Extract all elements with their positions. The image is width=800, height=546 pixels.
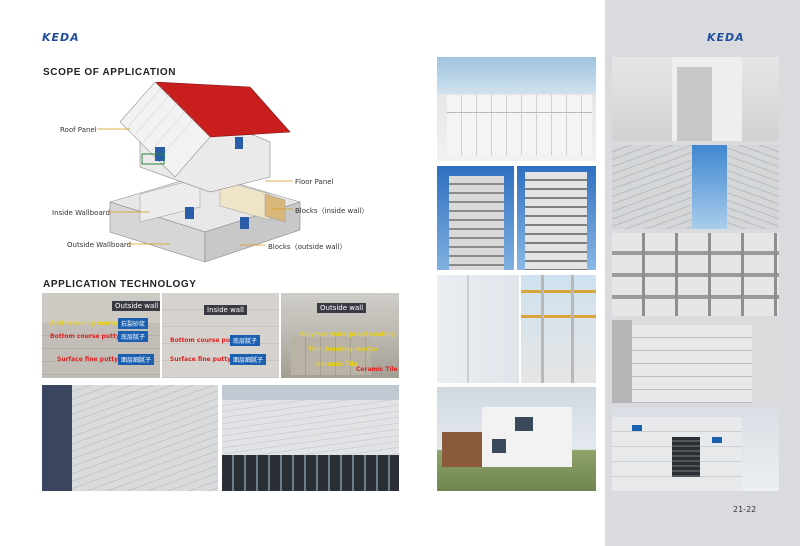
photo-panel-stack bbox=[437, 57, 596, 161]
label-blocks-outside: Blocks（outside wall） bbox=[268, 243, 347, 251]
photo-steel-structure bbox=[521, 275, 596, 383]
brand-logo-right: KEDA bbox=[707, 31, 745, 44]
photo-building-facade bbox=[222, 385, 399, 491]
house-diagram bbox=[108, 82, 302, 263]
tech3-wall-tag: Outside wall bbox=[317, 303, 367, 313]
tech1-layer2-cn: 底层腻子 bbox=[118, 331, 149, 342]
tech3-layer2: Thin Bonding mortar bbox=[308, 346, 378, 353]
photo-concrete-frame bbox=[612, 233, 779, 316]
photo-white-villa bbox=[437, 387, 596, 491]
tech-panel-1: Outside wall Anti-cracking mortar 抗裂砂浆 B… bbox=[42, 293, 160, 378]
tech1-layer3-cn: 面层细腻子 bbox=[118, 354, 155, 365]
photo-interior-wall bbox=[437, 275, 519, 383]
tech1-layer3: Surface fine putty bbox=[57, 356, 119, 363]
tech1-layer1: Anti-cracking mortar bbox=[50, 320, 121, 327]
callout-leaders bbox=[97, 128, 293, 246]
tech3-layer3: Ceramic Tile bbox=[316, 361, 358, 368]
tech-panel-2: Inside wall Bottom course putty 底层腻子 Sur… bbox=[162, 293, 279, 378]
photo-block-wall bbox=[612, 320, 779, 403]
photo-wall-with-vent bbox=[612, 407, 779, 491]
photo-facade-corner bbox=[42, 385, 218, 491]
tech2-layer2-cn: 面层细腻子 bbox=[230, 354, 267, 365]
tech1-layer2: Bottom course putty bbox=[50, 333, 120, 340]
tech1-wall-tag: Outside wall bbox=[112, 301, 160, 311]
tech3-layer1: Polymer waterproof coating bbox=[300, 331, 395, 338]
tech2-layer1-cn: 底层腻子 bbox=[230, 335, 261, 346]
label-outside-wallboard: Outside Wallboard bbox=[67, 241, 132, 249]
tech2-wall-tag: Inside wall bbox=[204, 305, 247, 315]
photo-highrise-1 bbox=[437, 166, 514, 270]
tech2-layer1: Bottom course putty bbox=[170, 337, 240, 344]
tech3-layer4: Ceramic Tile bbox=[356, 366, 398, 373]
photo-facade-upward bbox=[612, 145, 779, 229]
photo-highrise-2 bbox=[517, 166, 596, 270]
photo-interior-room bbox=[612, 57, 779, 141]
tech-panel-3: Outside wall Polymer waterproof coating … bbox=[281, 293, 399, 378]
label-blocks-inside: Blocks（inside wall） bbox=[295, 207, 369, 215]
tech1-layer1-cn: 抗裂砂浆 bbox=[118, 318, 149, 329]
tech-heading: APPLICATION TECHNOLOGY bbox=[43, 279, 197, 290]
brand-logo-left: KEDA bbox=[42, 31, 80, 44]
label-floor-panel: Floor Panel bbox=[295, 178, 334, 186]
label-inside-wallboard: Inside Wallboard bbox=[52, 209, 110, 217]
scope-heading: SCOPE OF APPLICATION bbox=[43, 67, 177, 78]
label-roof-panel: Roof Panel bbox=[60, 126, 97, 134]
page-number: 21-22 bbox=[733, 505, 757, 514]
tech2-layer2: Surface fine putty bbox=[170, 356, 232, 363]
